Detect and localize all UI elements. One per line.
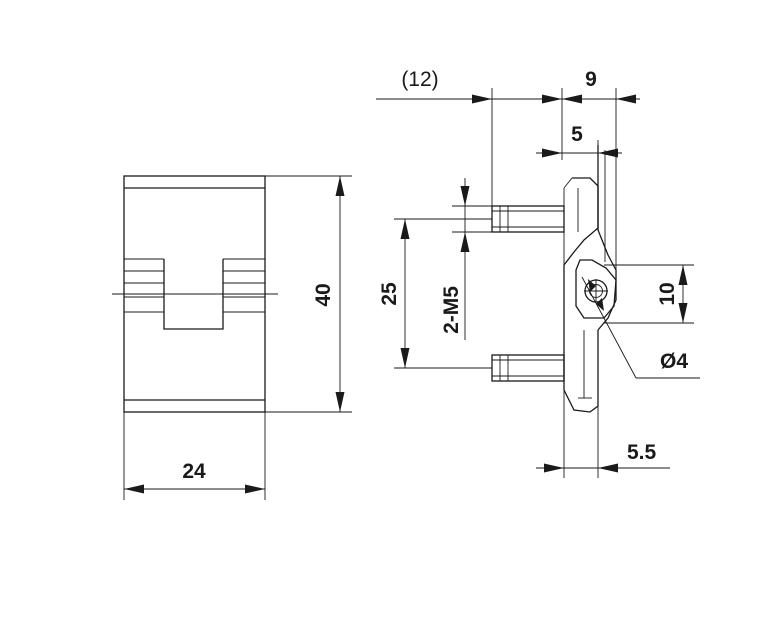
front-knuckles xyxy=(112,258,278,330)
dimension-12-and-9: (12) 9 xyxy=(376,68,640,206)
dimension-5: 5 xyxy=(536,123,622,160)
dimension-40: 40 xyxy=(265,175,352,413)
dim-label-12: (12) xyxy=(401,68,438,91)
dim-label-25: 25 xyxy=(378,282,401,306)
dim-label-5: 5 xyxy=(571,123,583,146)
dim-label-2-m5: 2-M5 xyxy=(440,286,463,334)
dimension-25: 25 xyxy=(378,218,492,369)
dimension-10: 10 xyxy=(604,264,694,324)
dimension-5-5: 5.5 xyxy=(536,330,670,478)
side-view: (12) 9 5 2-M5 25 xyxy=(376,68,700,478)
dim-label-5-5: 5.5 xyxy=(627,441,657,464)
screw-lower xyxy=(491,354,565,382)
dimension-2-m5: 2-M5 xyxy=(440,178,492,340)
dim-label-24: 24 xyxy=(182,460,206,483)
dim-label-10: 10 xyxy=(656,282,679,305)
screw-upper xyxy=(491,205,565,233)
dimension-pin-diameter: Ø4 xyxy=(581,276,700,379)
side-plate xyxy=(563,177,599,413)
dim-label-40: 40 xyxy=(312,283,335,306)
dim-label-9: 9 xyxy=(585,68,597,91)
hinge-pin xyxy=(575,259,617,319)
front-view: 40 24 xyxy=(112,175,352,500)
dimension-24: 24 xyxy=(123,412,266,500)
dim-label-pin-diameter: Ø4 xyxy=(660,350,688,373)
